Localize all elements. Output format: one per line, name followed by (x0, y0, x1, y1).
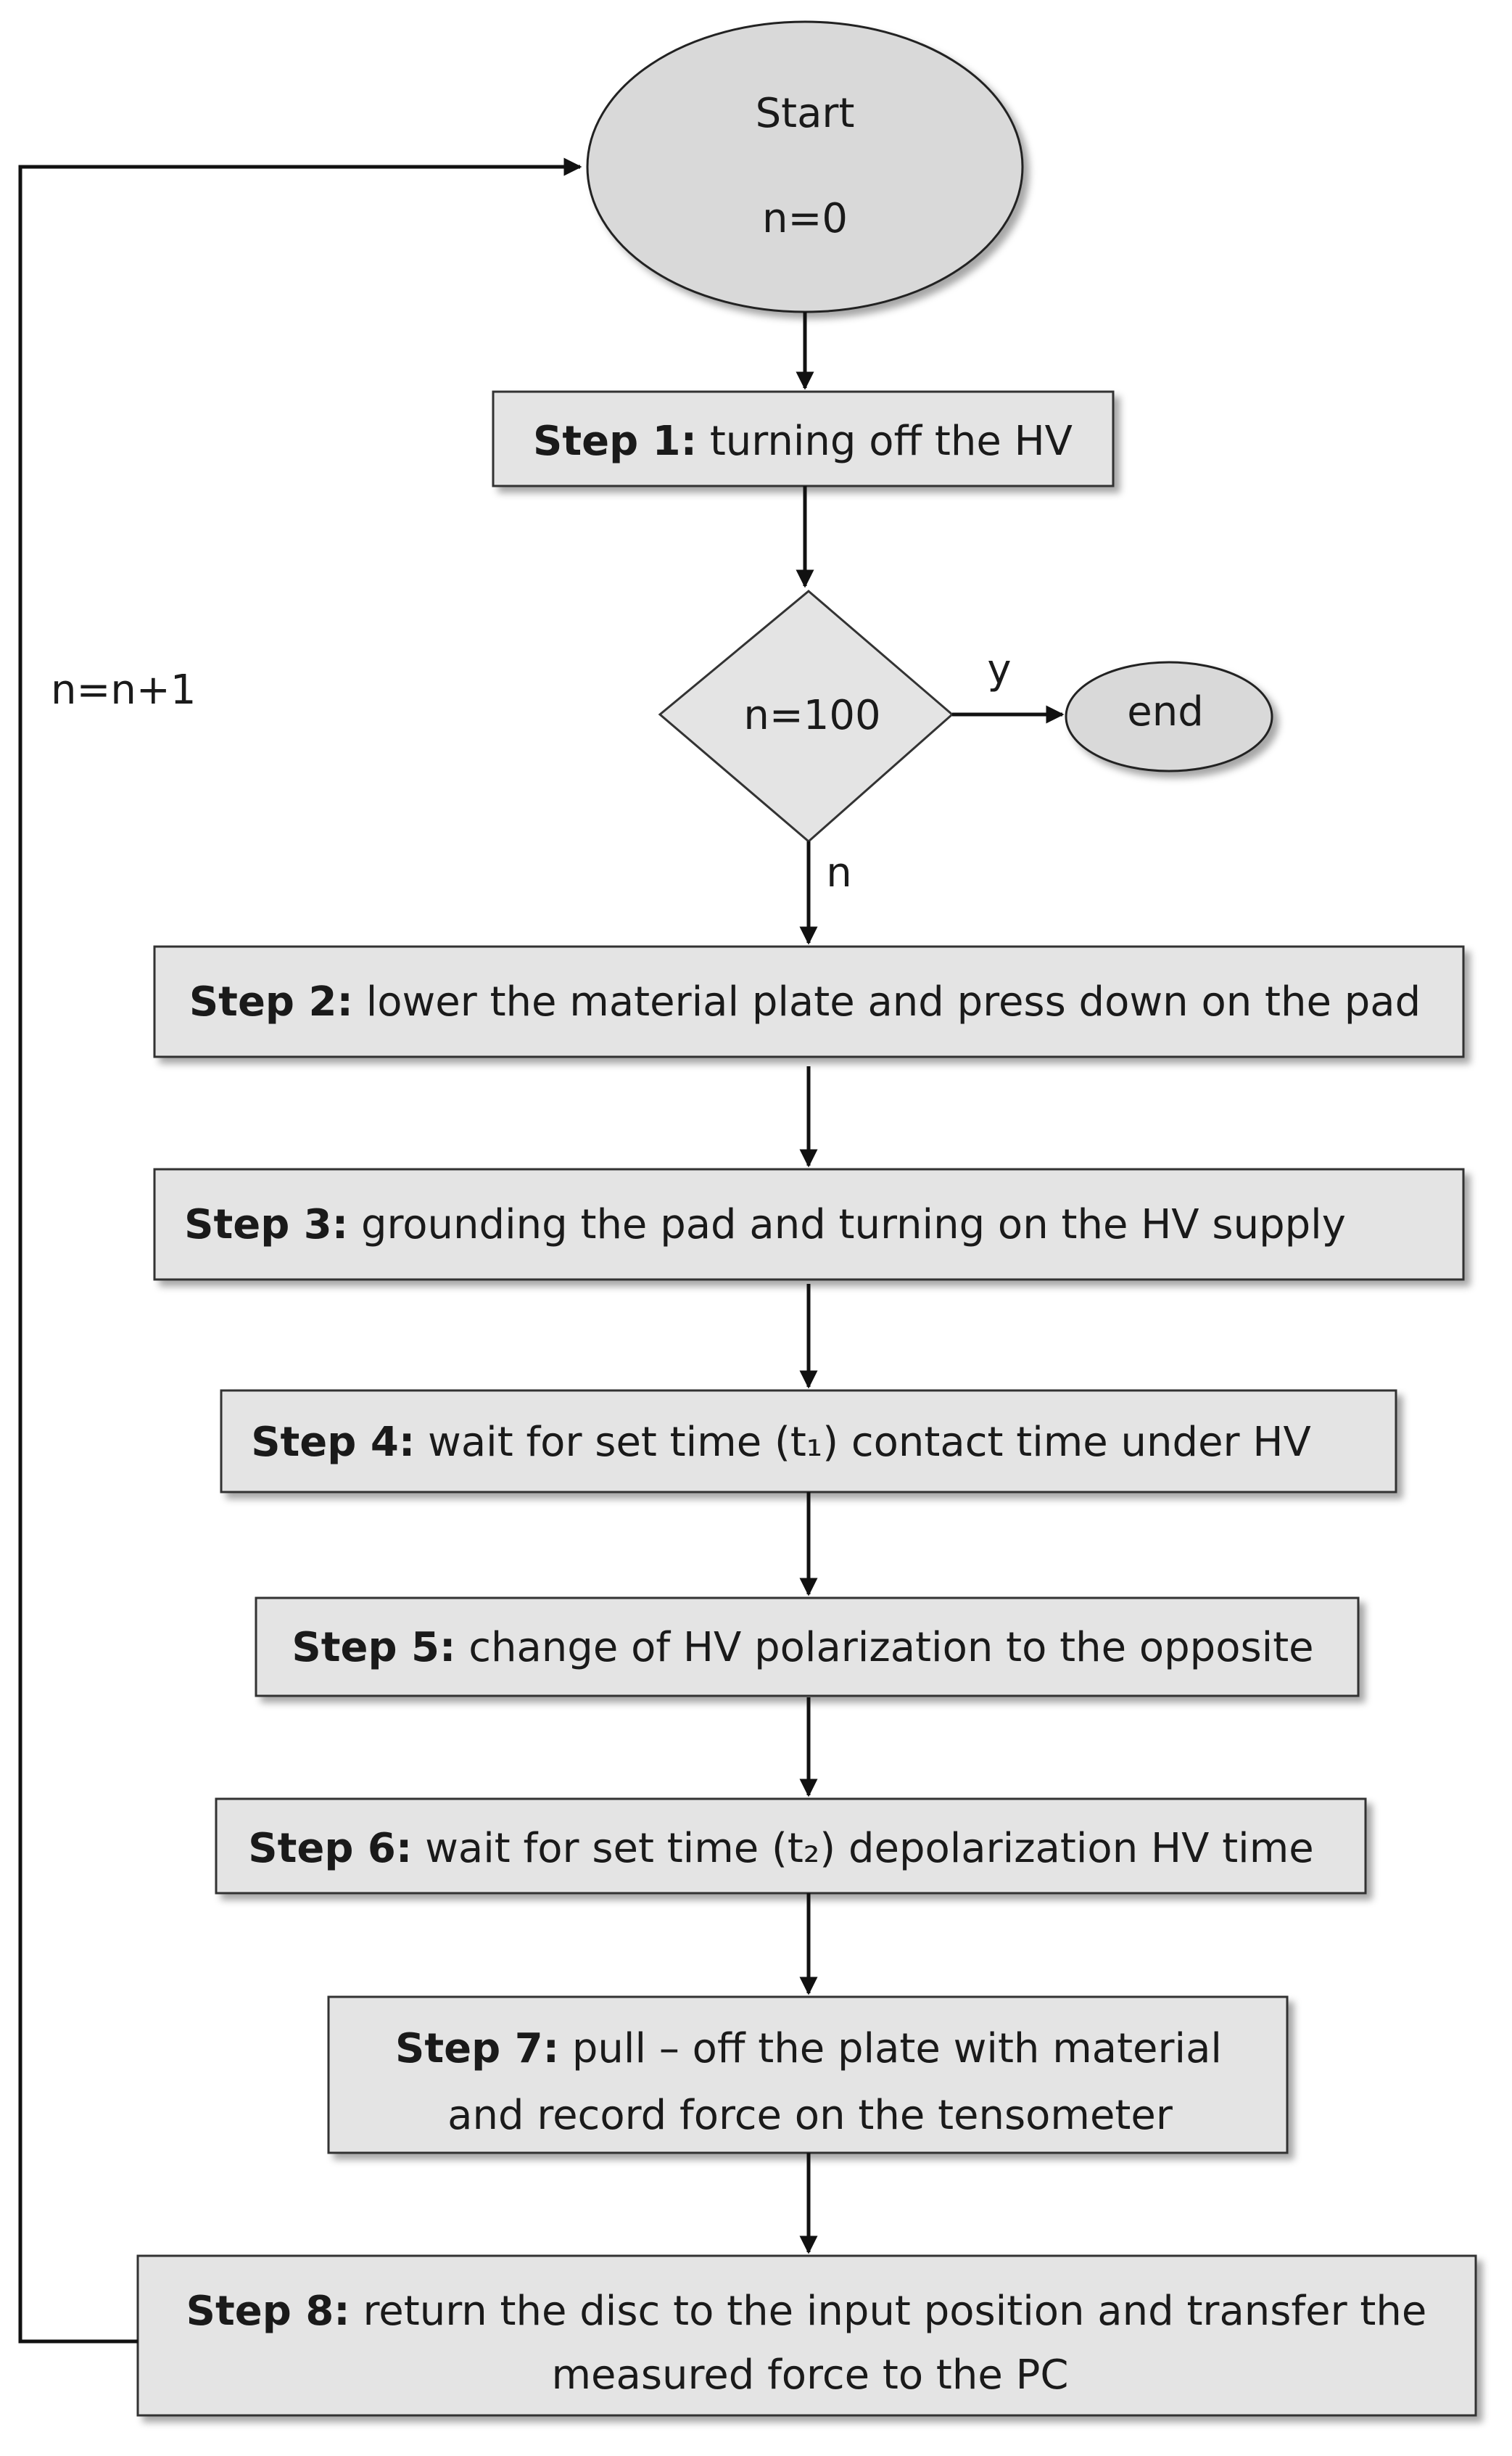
step-4-text: Step 4: wait for set time (t₁) contact t… (251, 1419, 1311, 1466)
step-1: Step 1: turning off the HV (492, 390, 1115, 487)
decision-text: n=100 (743, 692, 880, 739)
step-2: Step 2: lower the material plate and pre… (153, 945, 1465, 1058)
start-title: Start (756, 90, 855, 137)
start-node: Start n=0 (586, 20, 1024, 313)
step-7-line-2: and record force on the tensometer (447, 2092, 1173, 2139)
step-3: Step 3: grounding the pad and turning on… (153, 1168, 1465, 1281)
step-5-text: Step 5: change of HV polarization to the… (292, 1624, 1313, 1671)
loop-label: n=n+1 (51, 667, 196, 714)
step-8-line-2: measured force to the PC (552, 2352, 1069, 2399)
end-text: end (1127, 688, 1204, 735)
step-7-line-1: Step 7: pull – off the plate with materi… (395, 2025, 1222, 2072)
no-label: n (826, 849, 852, 897)
end-node: end (1065, 661, 1273, 772)
step-5: Step 5: change of HV polarization to the… (255, 1596, 1360, 1697)
step-6: Step 6: wait for set time (t₂) depolariz… (215, 1797, 1367, 1895)
decision-node: n=100 (658, 590, 954, 843)
step-7: Step 7: pull – off the plate with materi… (327, 1995, 1289, 2154)
yes-label: y (987, 646, 1011, 693)
step-3-text: Step 3: grounding the pad and turning on… (184, 1201, 1346, 1248)
step-8-line-1: Step 8: return the disc to the input pos… (186, 2288, 1427, 2335)
edge-loop-back (18, 157, 582, 2344)
step-8: Step 8: return the disc to the input pos… (136, 2254, 1477, 2417)
step-1-text: Step 1: turning off the HV (533, 418, 1073, 465)
step-2-text: Step 2: lower the material plate and pre… (189, 978, 1421, 1026)
step-4: Step 4: wait for set time (t₁) contact t… (220, 1389, 1397, 1493)
step-6-text: Step 6: wait for set time (t₂) depolariz… (248, 1825, 1313, 1872)
start-init: n=0 (762, 195, 848, 242)
